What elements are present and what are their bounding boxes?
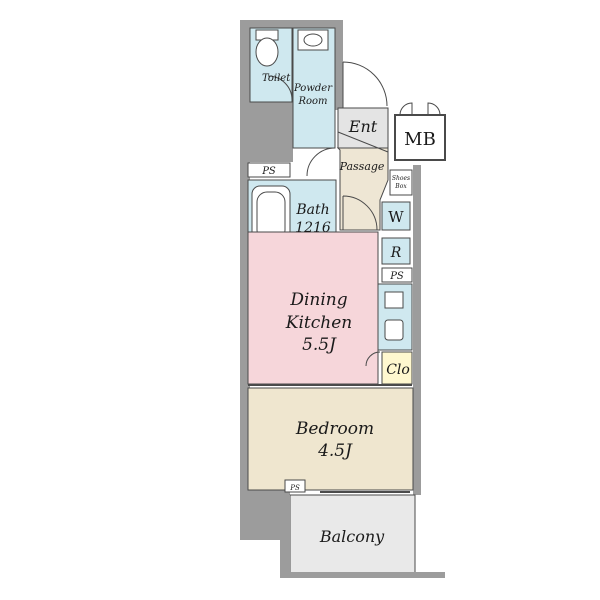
bath-label: Bath [295, 202, 329, 218]
shoes-box [389, 169, 413, 196]
toilet-door-swing [267, 75, 293, 101]
top-wall [240, 20, 340, 28]
dining-kitchen [247, 231, 379, 385]
balcony-left-wall [280, 495, 290, 578]
powder-door-swing [306, 147, 336, 177]
toilet-bowl [255, 37, 279, 67]
passage [336, 147, 389, 231]
left-wall [240, 20, 250, 540]
meter-box [394, 114, 446, 161]
dining-kitchen-label-line2: Kitchen [285, 313, 352, 333]
entrance-step-line [337, 131, 389, 153]
pipe-space-mid-label: PS [389, 271, 404, 282]
balcony-label: Balcony [319, 527, 385, 546]
entrance-label: Ent [348, 117, 378, 136]
kitchen-sink [384, 319, 404, 341]
closet [381, 351, 413, 385]
washer-space [381, 201, 411, 231]
dining-kitchen-size-label: 5.5J [302, 335, 337, 355]
passage-label: Passage [339, 160, 385, 173]
meter-box-label: MB [404, 129, 436, 150]
stove [384, 291, 404, 309]
pipe-space-top [247, 162, 291, 178]
bath-size-label: 1216 [295, 220, 331, 236]
pipe-space-mid [381, 267, 413, 283]
pipe-space-top-label: PS [261, 166, 276, 177]
meter-box-doors [399, 102, 441, 116]
powder-right-wall [335, 20, 343, 110]
pipe-space-bottom [284, 479, 306, 493]
washer-label: W [388, 208, 404, 226]
balcony-rail [290, 572, 445, 578]
shoes-box-label-line1: Shoes [392, 175, 410, 182]
shoes-box-label-line2: Box [394, 183, 407, 190]
bedroom-size-label: 4.5J [317, 441, 353, 461]
pipe-space-bottom-label: PS [289, 484, 300, 492]
wall-block-under-toilet [248, 102, 293, 162]
bedroom [247, 387, 414, 491]
refrigerator-space [381, 237, 411, 265]
passage-door-swing [342, 195, 378, 231]
closet-label: Clo [386, 362, 410, 378]
basin-bowl [303, 33, 323, 47]
refrigerator-label: R [390, 245, 402, 261]
closet-door-swing [365, 351, 381, 367]
bedroom-label: Bedroom [295, 419, 374, 439]
powder-room-label-line2: Room [297, 96, 327, 107]
right-wall [413, 165, 421, 495]
dining-kitchen-label-line1: Dining [289, 290, 347, 310]
toilet-label: Toilet [262, 73, 291, 84]
entrance-door-swing [342, 61, 388, 108]
balcony [289, 494, 416, 576]
powder-room-label-line1: Powder [293, 83, 333, 94]
